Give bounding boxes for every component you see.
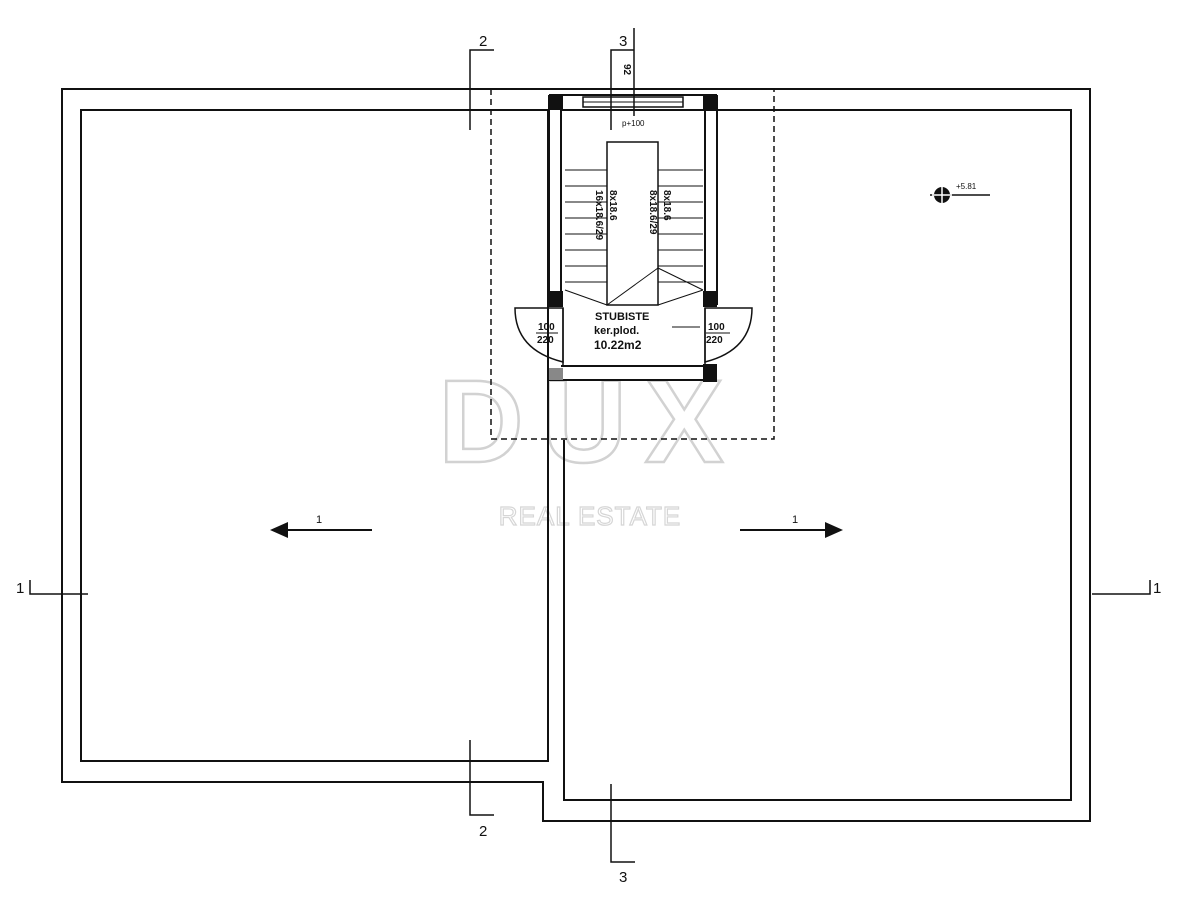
stair-landing (514, 307, 753, 366)
step-labels: 16x18.6/29 8x18.6 8x18.6/29 8x18.6 (593, 190, 672, 240)
section-labels: 1 1 2 2 3 3 (16, 33, 1161, 886)
arrow-right-icon (825, 522, 843, 538)
column (549, 94, 563, 110)
section-1-left-label: 1 (16, 580, 24, 597)
slope-right-value: 1 (792, 514, 798, 526)
slope-left-value: 1 (316, 514, 322, 526)
door-left-width: 100 (538, 322, 555, 333)
column-grey (549, 368, 563, 380)
door-left-height: 220 (537, 335, 554, 346)
section-2-bottom-label: 2 (479, 823, 487, 840)
column (549, 291, 563, 307)
level-marker-icon: +5.81 (930, 182, 990, 208)
arrow-left-icon (270, 522, 288, 538)
section-markers (29, 28, 1151, 863)
door-dimensions: 100 220 100 220 (536, 322, 730, 346)
section-2-bottom-line (469, 740, 494, 816)
step-label-1: 16x18.6/29 (593, 190, 604, 240)
door-right-width: 100 (708, 322, 725, 333)
room-label: STUBISTE ker.plod. 10.22m2 (594, 311, 700, 352)
door-swing-right (704, 307, 753, 363)
section-3-top-label: 3 (619, 33, 627, 50)
stair-outline-dashed (490, 88, 775, 440)
inner-wall-right-room (563, 109, 1072, 801)
section-3-top-line (610, 49, 634, 130)
room-area: 10.22m2 (594, 338, 642, 352)
section-1-right-label: 1 (1153, 580, 1161, 597)
stair-window (582, 96, 684, 108)
outer-wall-outline (61, 88, 1091, 822)
watermark: DUX REAL ESTATE (437, 355, 741, 532)
watermark-subtitle: REAL ESTATE (499, 501, 681, 531)
step-label-3: 8x18.6/29 (647, 190, 658, 235)
window-label: p+100 (622, 119, 645, 128)
step-label-2: 8x18.6 (607, 190, 618, 221)
room-name: STUBISTE (595, 311, 649, 323)
section-1-right-line (1092, 580, 1151, 595)
column (703, 364, 717, 382)
stairwell-walls (548, 94, 718, 381)
section-2-top-label: 2 (479, 33, 487, 50)
structural-columns (549, 94, 717, 382)
column (703, 291, 717, 307)
exterior-walls (61, 88, 1091, 822)
stair-top-value: 92 (621, 64, 632, 76)
step-label-4: 8x18.6 (661, 190, 672, 221)
watermark-logo: DUX (438, 356, 741, 488)
slope-arrow-right: 1 (740, 514, 843, 538)
column (703, 94, 717, 110)
stair-center-wall (606, 141, 659, 306)
section-3-bottom-label: 3 (619, 869, 627, 886)
room-floor: ker.plod. (594, 325, 639, 337)
section-2-top-line (469, 49, 494, 130)
section-1-left-line (29, 580, 88, 595)
level-value: +5.81 (956, 182, 977, 191)
stair-treads (564, 141, 704, 306)
door-swing-left (514, 307, 564, 363)
slope-arrow-left: 1 (270, 514, 372, 538)
section-3-bottom-line (610, 784, 635, 863)
door-right-height: 220 (706, 335, 723, 346)
